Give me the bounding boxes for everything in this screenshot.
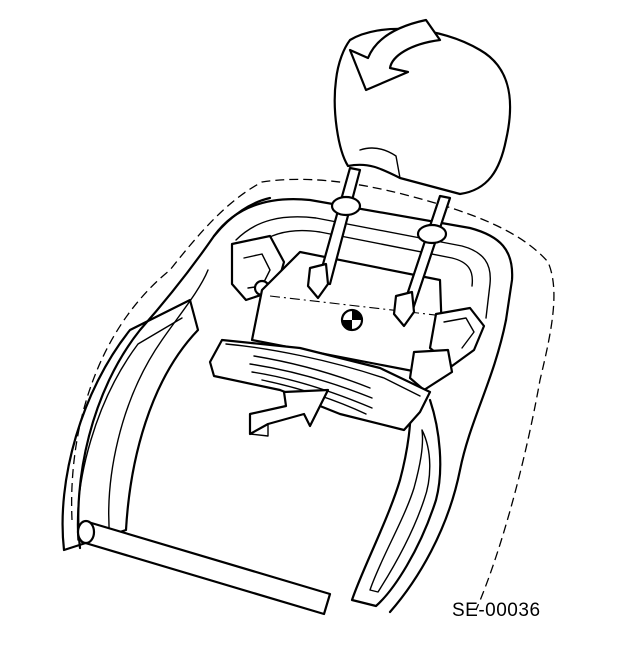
seat-frame-left-rail-highlight <box>76 317 183 541</box>
push-direction-arrow <box>248 388 330 436</box>
headrest-guide-collar-left <box>330 195 362 217</box>
seat-frame-left-rail <box>61 298 200 552</box>
headrest-side <box>359 147 401 179</box>
seat-frame-bottom-bar <box>80 520 332 616</box>
lumbar-edge <box>225 343 421 397</box>
headrest-guide-collar-right <box>416 223 448 245</box>
lumbar-slot-2 <box>249 363 373 399</box>
seat-frame-right-side <box>388 318 508 614</box>
removal-direction-arrow <box>348 18 442 92</box>
seat-frame-top-inner-2 <box>257 229 474 287</box>
seat-frame-right-cutout <box>369 429 431 593</box>
right-bracket-detail <box>443 317 475 349</box>
stay-lock-left <box>306 262 330 300</box>
seat-frame-left-inner <box>108 269 209 541</box>
right-bracket-lower <box>408 348 454 392</box>
push-arrow-depth <box>249 413 269 437</box>
bottom-bar-end-left <box>76 519 96 545</box>
reference-mark-fill-1 <box>352 310 362 320</box>
lumbar-support-plate <box>208 338 432 432</box>
lumbar-slot-1 <box>253 355 371 389</box>
reference-mark-fill-2 <box>342 320 352 330</box>
seat-frame-right-outer <box>350 398 442 608</box>
seat-back-dashed-outline <box>70 178 555 611</box>
stay-lock-right <box>392 290 416 328</box>
back-panel-dashdot-line <box>269 295 445 317</box>
seat-frame-top-inner <box>235 216 491 319</box>
lumbar-slot-3 <box>251 371 373 409</box>
figure-code: SE-00036 <box>452 600 541 621</box>
headrest <box>333 27 512 196</box>
seat-frame-top <box>212 198 514 322</box>
